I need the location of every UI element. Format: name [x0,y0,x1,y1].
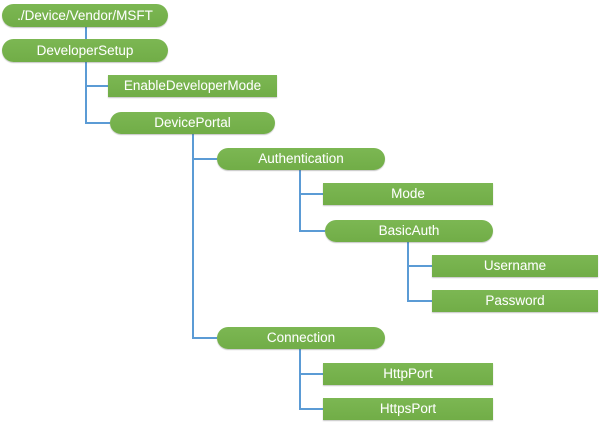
connector-branch-username [408,265,432,267]
connector-deviceportal-trunk [192,134,194,339]
connector-branch-mode [300,193,323,195]
connector-branch-authentication [193,158,217,160]
node-https-port: HttpsPort [323,398,493,420]
node-password: Password [432,290,598,312]
node-device-portal: DevicePortal [110,112,275,134]
node-enable-developer-mode: EnableDeveloperMode [108,75,277,97]
node-device-vendor-msft: ./Device/Vendor/MSFT [2,4,168,27]
node-http-port: HttpPort [323,363,493,385]
connector-developersetup-trunk [85,62,87,124]
node-authentication: Authentication [217,148,385,170]
connector-branch-basicauth [300,230,325,232]
connector-connection-trunk [299,349,301,410]
connector-branch-connection [193,337,217,339]
connector-branch-deviceportal [86,122,110,124]
connector-branch-enabledevelopermode [86,85,108,87]
connector-basicauth-trunk [407,242,409,302]
node-mode: Mode [323,183,493,205]
connector-root-to-developersetup [85,27,87,39]
connector-authentication-trunk [299,170,301,232]
node-connection: Connection [217,327,385,349]
connector-branch-password [408,300,432,302]
connector-branch-httpport [300,373,323,375]
node-basic-auth: BasicAuth [325,220,493,242]
node-username: Username [432,255,598,277]
connector-branch-httpsport [300,408,323,410]
node-developer-setup: DeveloperSetup [2,39,168,62]
